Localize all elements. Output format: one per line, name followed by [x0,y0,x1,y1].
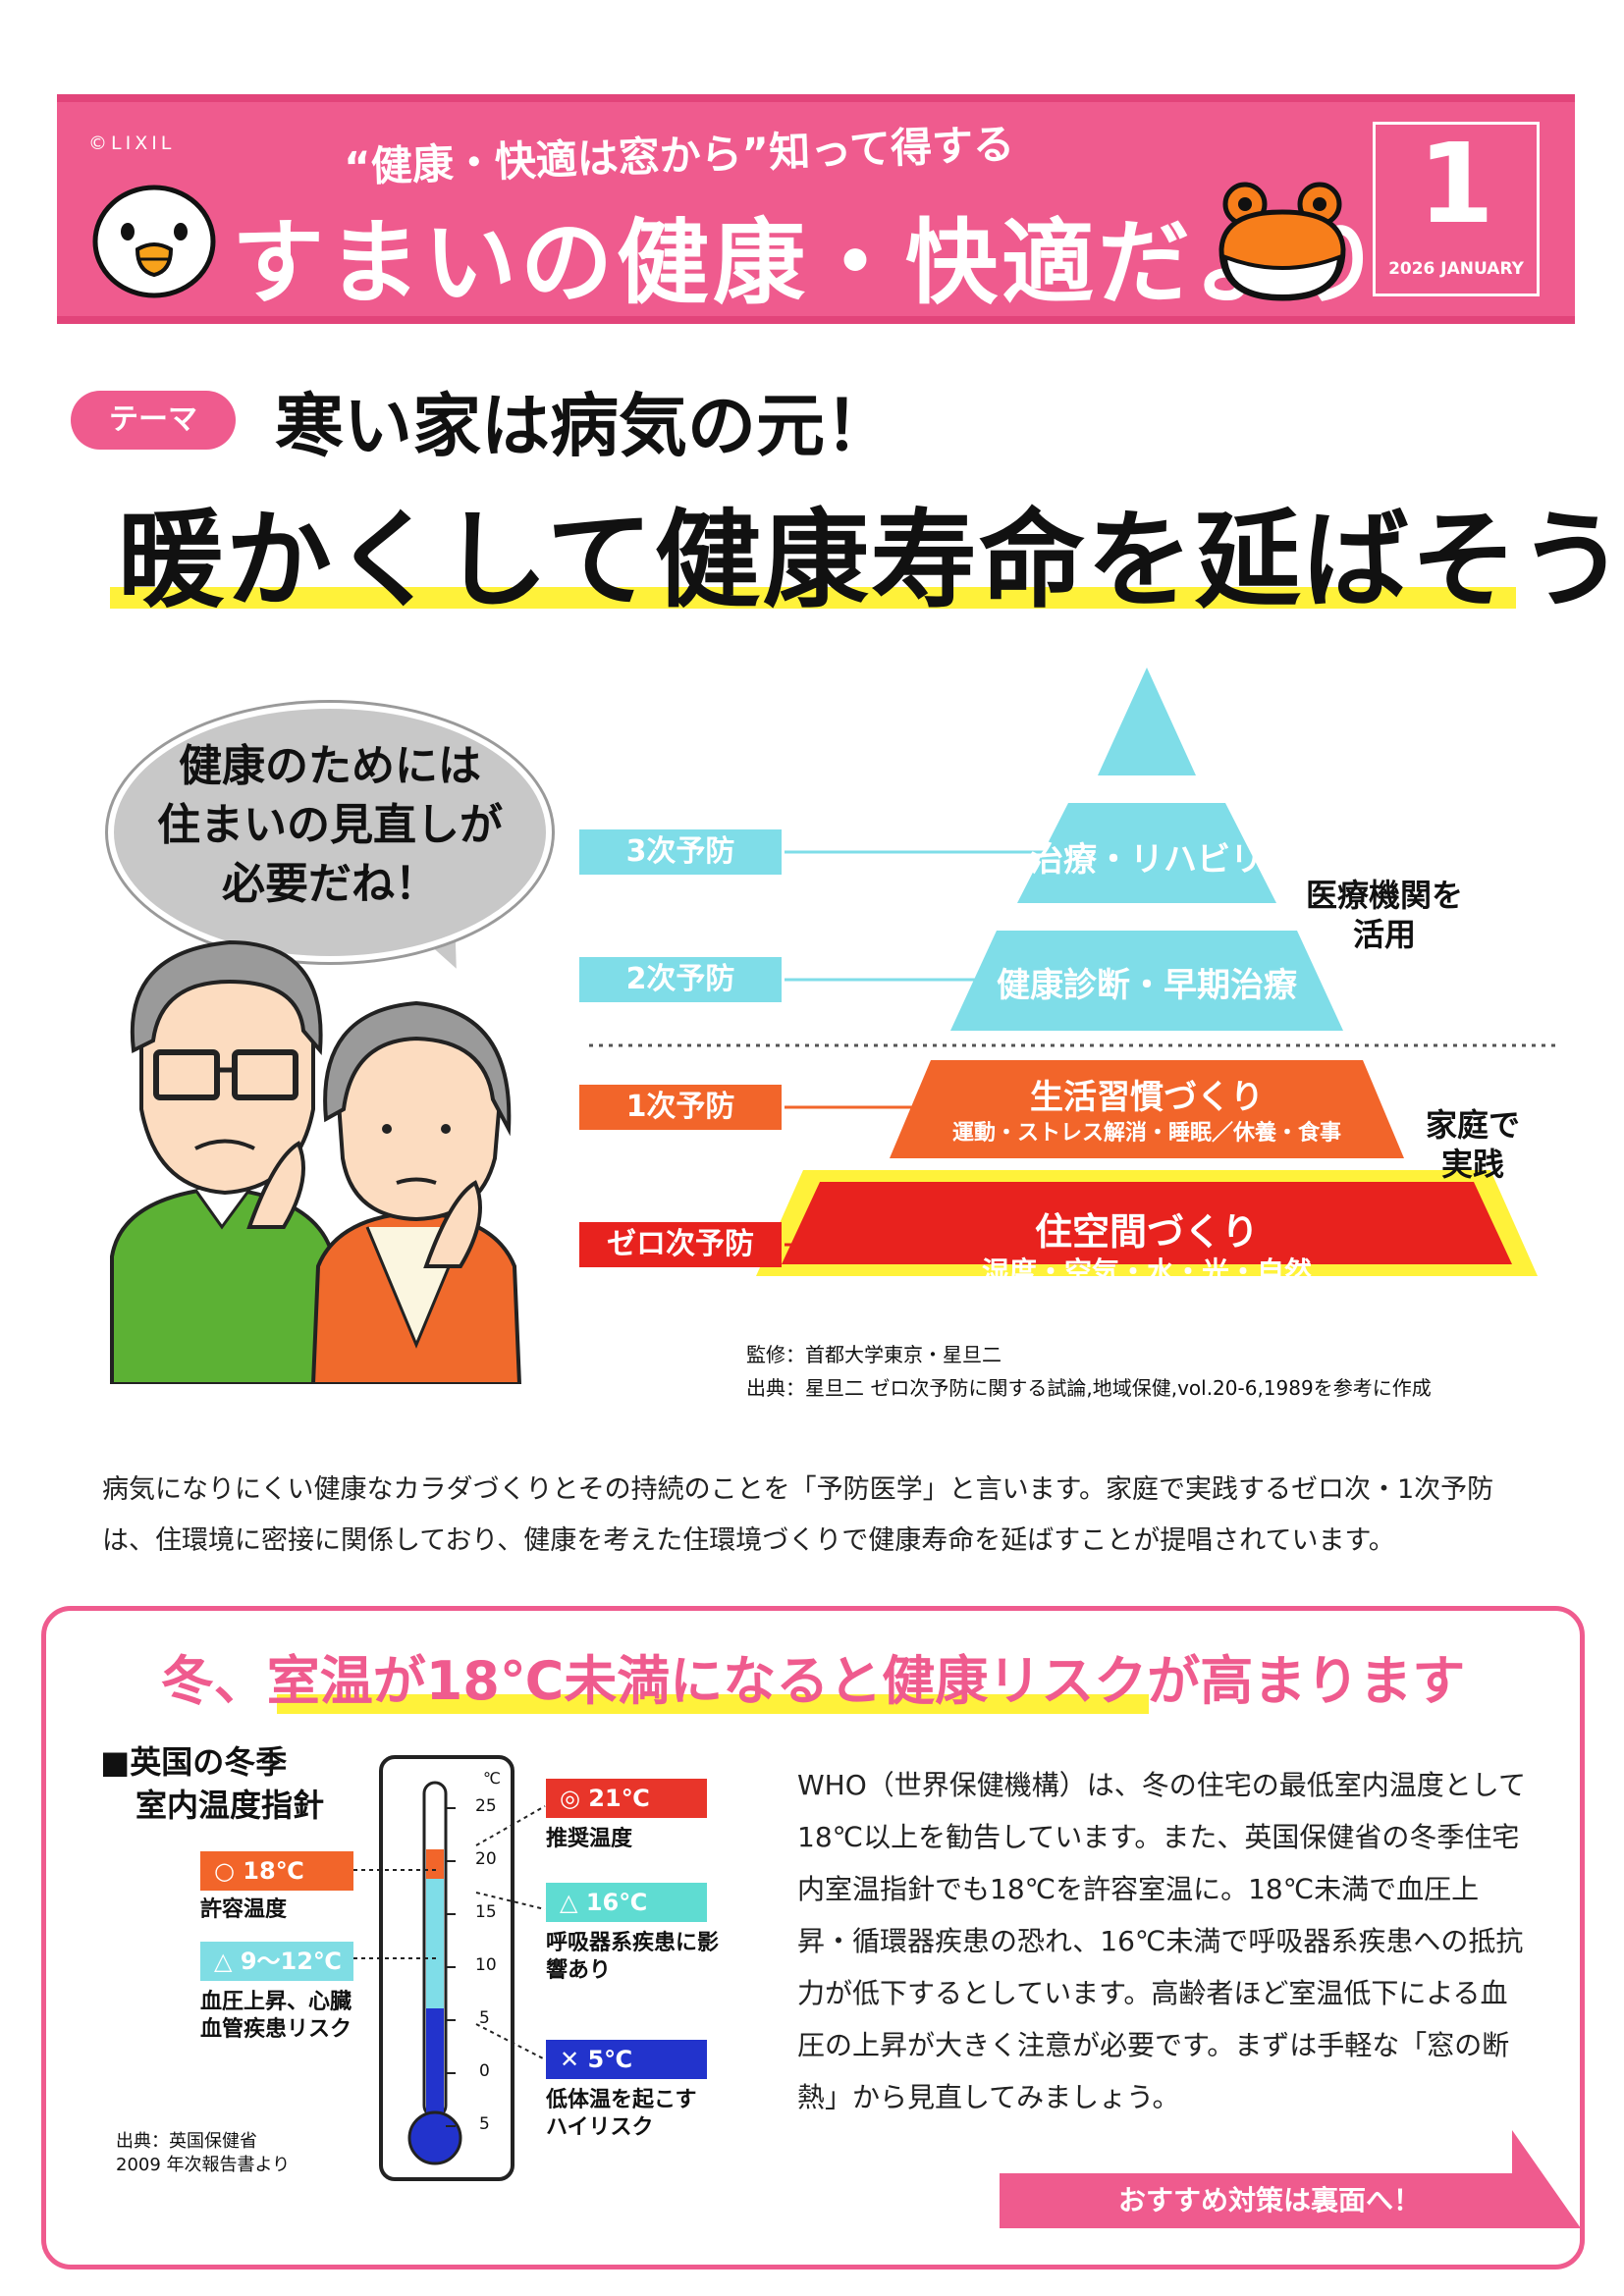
tag-9-12c-desc: 血圧上昇、心臓血管疾患リスク [200,1990,352,2042]
tier-zero-sub: 湿度・空気・水・光・自然 [981,1255,1312,1288]
tick-20: 20 [475,1849,497,1869]
tier-1-label: 1次予防 [579,1085,782,1130]
tag-18c: ○ 18℃ [200,1851,353,1891]
cta-arrow-icon [1512,2130,1581,2228]
header-bottom-rule [57,316,1575,324]
pyramid-apex [1098,667,1196,775]
headline-highlight [110,587,1516,609]
tier-1-content: 生活習慣づくり [1030,1078,1264,1117]
tier-2-label: 2次予防 [579,957,782,1002]
tier-3-label: 3次予防 [579,829,782,875]
header-top-rule [57,94,1575,102]
tick-0: 0 [479,2061,490,2081]
tier-3-content: 治療・リハビリ [1030,840,1264,880]
risk-section [41,1606,1585,2269]
uk-source: 出典：英国保健省 2009 年次報告書より [116,2130,290,2177]
tag-9-12c: △ 9〜12℃ [200,1942,353,1981]
issue-box [1373,122,1540,296]
tick-10: 10 [475,1955,497,1975]
pyramid-tier-3 [1017,803,1276,903]
tier-2-content: 健康診断・早期治療 [997,966,1297,1005]
bubble-line-1: 健康のためには [179,741,481,791]
issue-number: 1 [1418,121,1494,248]
uk-guideline-title-1: ■英国の冬季 [100,1743,288,1781]
tier-1-sub: 運動・ストレス解消・睡眠／休養・食事 [951,1121,1341,1146]
issue-date: 2026 JANUARY [1388,259,1524,279]
tag-5c-desc: 低体温を起こすハイリスク [546,2088,697,2140]
tag-18c-desc: 許容温度 [200,1897,288,1922]
thermometer-icon [379,1755,514,2181]
tier-zero-label: ゼロ次予防 [579,1222,782,1267]
uk-source-line-2: 2009 年次報告書より [116,2155,291,2175]
risk-title: 冬、室温が18℃未満になると健康リスクが高まります [160,1650,1466,1712]
risk-title-highlight [277,1694,1149,1714]
tag-21c: ◎ 21℃ [546,1779,707,1818]
home-note-1: 家庭で [1425,1106,1520,1144]
tag-21c-desc: 推奨温度 [546,1827,633,1851]
medical-note-2: 活用 [1352,916,1416,953]
tick-minus-5: 5 [479,2114,490,2134]
pyramid-tier-zero [782,1182,1512,1264]
speech-bubble [108,703,552,962]
tick-25: 25 [475,1796,497,1816]
home-note-2: 実践 [1440,1146,1504,1183]
bubble-line-2: 住まいの見直しが [157,800,503,850]
prevention-pyramid [589,667,1561,1276]
who-paragraph: WHO（世界保健機構）は、冬の住宅の最低室内温度として18℃以上を勧告しています… [797,1769,1526,2113]
pyramid-tier-1 [890,1060,1404,1158]
tier-zero-content: 住空間づくり [1034,1210,1259,1254]
leader-lines [353,1805,546,2060]
tag-5c: ✕ 5℃ [546,2040,707,2079]
pyramid-tier-2 [950,931,1343,1031]
chick-mascot-icon [92,185,216,298]
see-reverse-cta: おすすめ対策は裏面へ！ [1000,2173,1540,2228]
medical-note-1: 医療機関を [1305,877,1463,914]
tag-16c: △ 16℃ [546,1883,707,1922]
uk-source-line-1: 出典：英国保健省 [116,2131,257,2152]
theme-badge: テーマ [71,391,236,450]
frog-mascot-icon [1218,182,1346,301]
pyramid-source: 出典：星旦二 ゼロ次予防に関する試論,地域保健,vol.20-6,1989を参考… [746,1376,1432,1400]
tag-16c-desc: 呼吸器系疾患に影響あり [546,1931,720,1983]
elderly-couple-illustration [110,939,522,1384]
newsletter-title: すまいの健康・快適だより [232,210,1385,317]
tick-15: 15 [475,1902,497,1922]
theme-headline: 寒い家は病気の元！ [275,386,893,466]
uk-guideline-title-2: 室内温度指針 [135,1787,325,1824]
copyright: ©LIXIL [88,133,176,154]
bubble-line-3: 必要だね！ [222,859,438,909]
tick-5: 5 [479,2008,490,2028]
theme-main-headline: 暖かくして健康寿命を延ばそう [118,500,1624,622]
pyramid-supervision: 監修：首都大学東京・星旦二 [746,1343,1001,1366]
thermo-unit: ℃ [483,1769,501,1788]
body-paragraph: 病気になりにくい健康なカラダづくりとその持続のことを「予防医学」と言います。家庭… [102,1474,1494,1556]
